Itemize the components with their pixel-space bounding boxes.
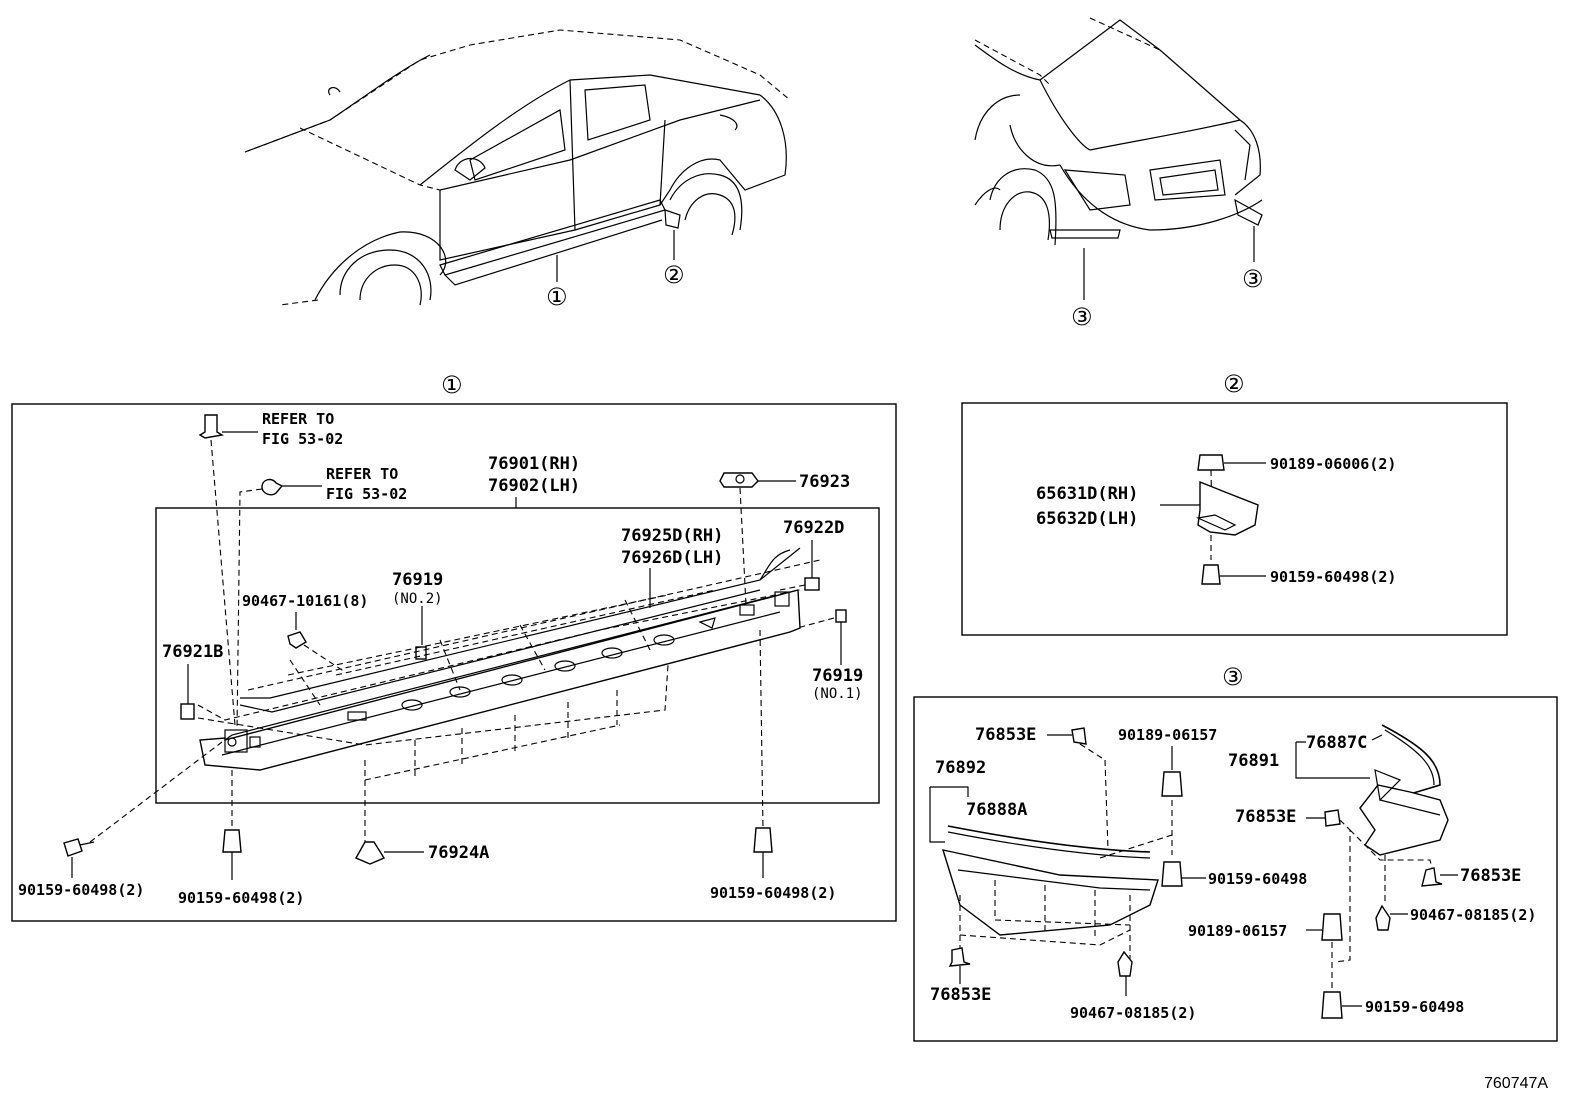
part-90159-left-label: 90159-60498(2) — [18, 881, 144, 899]
part-90159-mid-label: 90159-60498 — [1208, 870, 1307, 888]
bolt-65631-icon — [1201, 564, 1221, 585]
bolt-right-icon — [753, 827, 773, 853]
part-90467-10161-label: 90467-10161(8) — [242, 592, 368, 610]
clip-90189-top-icon — [1161, 771, 1183, 797]
part-90159-right-label: 90159-60498(2) — [710, 884, 836, 902]
trim-76887c-icon — [1381, 724, 1441, 801]
part-76902-label: 76902(LH) — [488, 476, 580, 496]
part-76919-no1-sub: (NO.1) — [812, 686, 863, 702]
pad-76921-icon — [180, 703, 195, 720]
section-1-frame — [11, 403, 897, 922]
part-76923-label: 76923 — [799, 472, 850, 492]
rocker-panel-moulding — [199, 547, 801, 771]
section-1-guide-lines — [89, 559, 821, 850]
bolt-90159-bottom-icon — [1321, 991, 1343, 1019]
refer-note-2-line1: REFER TO — [326, 465, 398, 483]
part-65632-label: 65632D(LH) — [1036, 509, 1138, 529]
part-90189-06157-top-label: 90189-06157 — [1118, 726, 1217, 744]
clip-76853e-mid-icon — [1324, 809, 1341, 827]
bolt-bottom-icon — [222, 829, 242, 853]
part-76891-label: 76891 — [1228, 751, 1279, 771]
clip-90189-bottom-icon — [1321, 913, 1343, 941]
part-76924-label: 76924A — [428, 843, 489, 863]
callout-3-rear-right: ③ — [1242, 265, 1264, 293]
part-76921-label: 76921B — [162, 642, 223, 662]
part-90189-06006-label: 90189-06006(2) — [1270, 455, 1396, 473]
callout-2-top: ② — [663, 261, 685, 289]
part-90159-sec2-label: 90159-60498(2) — [1270, 568, 1396, 586]
trim-76888a-icon — [947, 825, 1151, 853]
refer-note-1-line1: REFER TO — [262, 410, 334, 428]
section-1-inner-frame — [155, 507, 880, 804]
part-76853e-bottom-label: 76853E — [930, 985, 991, 1005]
clip-90467-bottom-icon — [1117, 950, 1133, 977]
part-76925-label: 76925D(RH) — [621, 526, 723, 546]
mudguard-65631-icon — [1197, 480, 1259, 536]
bolt-90159-mid-icon — [1161, 861, 1183, 887]
part-76919-no1-label: 76919 — [812, 666, 863, 686]
clip-76923-icon — [719, 472, 759, 488]
part-76853e-right-label: 76853E — [1460, 866, 1521, 886]
figure-code: 760747A — [1484, 1075, 1548, 1092]
callout-3-rear-left: ③ — [1071, 303, 1093, 331]
car-rear-illustration — [974, 17, 1263, 300]
clip-76853e-bottom-icon — [948, 947, 971, 967]
section-2-heading: ② — [1223, 370, 1245, 398]
nut-76924-icon — [355, 841, 386, 865]
clip-icon — [198, 414, 224, 439]
part-76922-label: 76922D — [783, 518, 844, 538]
part-76892-label: 76892 — [935, 758, 986, 778]
part-90159-bottom-label: 90159-60498(2) — [178, 889, 304, 907]
bumper-mudguard-right-icon — [1359, 784, 1449, 856]
pad-76919-no1-icon — [835, 609, 847, 623]
section-3-heading: ③ — [1222, 663, 1244, 691]
refer-note-2-line2: FIG 53-02 — [326, 485, 407, 503]
part-76919-no2-sub: (NO.2) — [392, 591, 443, 607]
clip-76853e-top-icon — [1071, 727, 1087, 745]
part-76888a-label: 76888A — [966, 800, 1027, 820]
part-90467-right-label: 90467-08185(2) — [1410, 906, 1536, 924]
part-76887c-label: 76887C — [1306, 733, 1367, 753]
part-76926-label: 76926D(LH) — [621, 548, 723, 568]
part-90159-bottom-right-label: 90159-60498 — [1365, 998, 1464, 1016]
section-2-frame — [961, 402, 1508, 636]
grommet-icon — [261, 478, 284, 496]
part-76919-no2-label: 76919 — [392, 570, 443, 590]
section-3-frame — [913, 696, 1558, 1042]
bolt-left-icon — [63, 838, 83, 857]
pad-76922-icon — [804, 577, 820, 591]
part-90189-06157-bottom-label: 90189-06157 — [1188, 922, 1287, 940]
part-76853e-top-label: 76853E — [975, 725, 1036, 745]
part-90467-bottom-label: 90467-08185(2) — [1070, 1004, 1196, 1022]
callout-1-top: ① — [546, 283, 568, 311]
section-1-heading: ① — [441, 371, 463, 399]
refer-note-1-line2: FIG 53-02 — [262, 430, 343, 448]
clip-90189-icon — [1197, 454, 1225, 471]
clip-90467-icon — [287, 631, 307, 649]
clip-90467-right-icon — [1375, 904, 1391, 931]
clip-76853e-right-icon — [1421, 867, 1443, 887]
part-76901-label: 76901(RH) — [488, 454, 580, 474]
part-65631-label: 65631D(RH) — [1036, 484, 1138, 504]
car-side-illustration — [244, 29, 791, 306]
part-76853e-mid-label: 76853E — [1235, 807, 1296, 827]
